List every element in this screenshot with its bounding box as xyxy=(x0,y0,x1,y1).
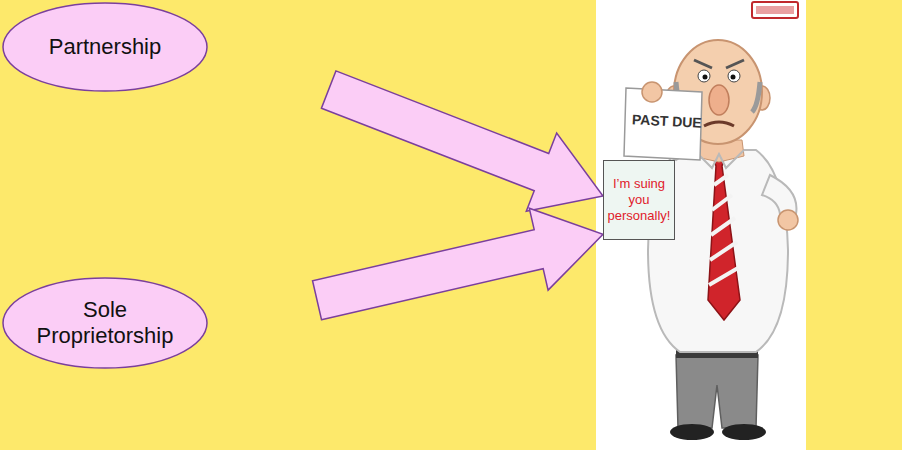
entity-ellipse: Sole Proprietorship xyxy=(2,277,208,369)
entity-ellipse: Partnership xyxy=(2,2,208,92)
stamp xyxy=(752,2,798,18)
block-arrow xyxy=(313,208,603,319)
past-due-sign xyxy=(624,82,702,160)
node-text: Sole Proprietorship xyxy=(32,297,178,349)
speech-note: I’m suing you personally! xyxy=(603,160,675,240)
block-arrow xyxy=(321,71,603,211)
node-text: I’m suing you personally! xyxy=(608,176,671,225)
node-text: Partnership xyxy=(49,34,162,60)
picture-ground xyxy=(596,0,806,450)
